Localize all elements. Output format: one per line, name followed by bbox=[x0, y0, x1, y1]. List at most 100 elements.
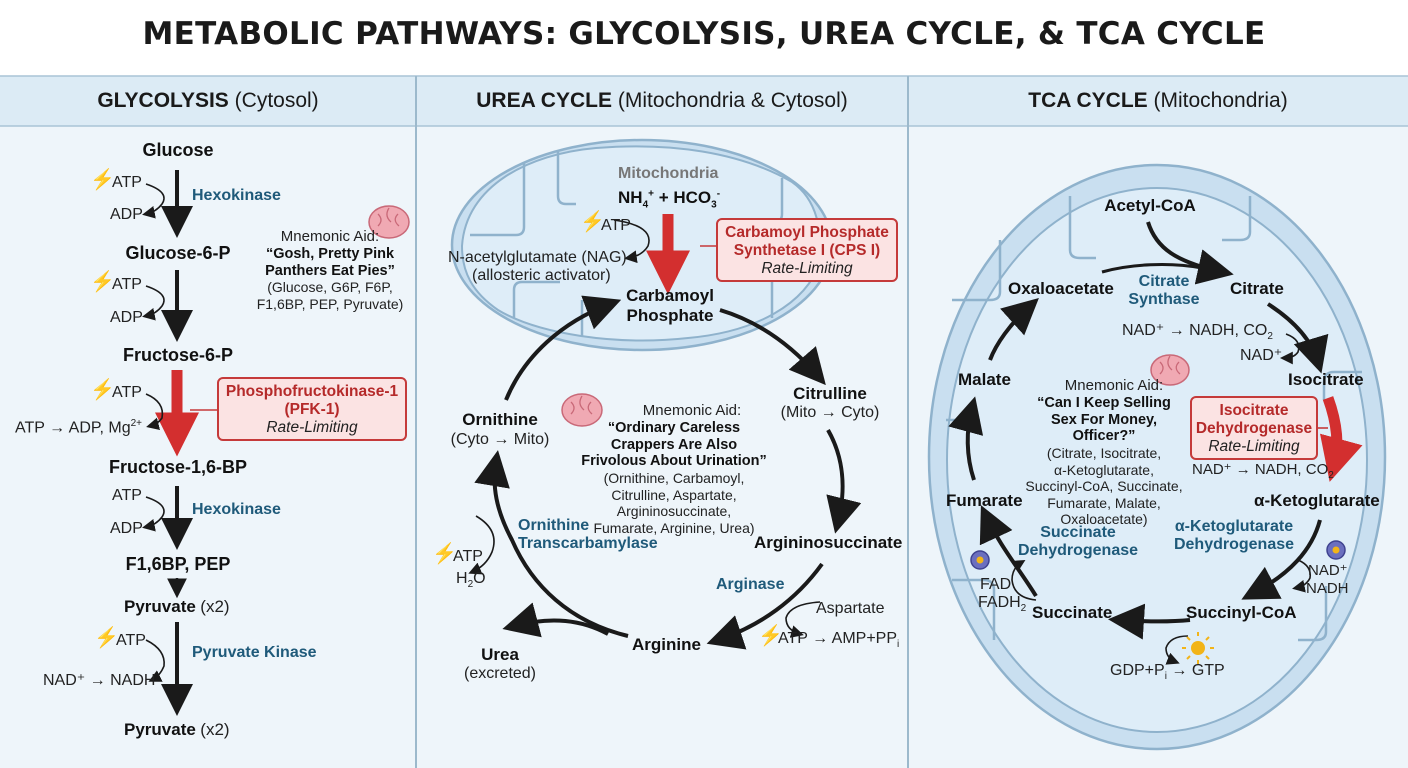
glycolysis-arrows bbox=[142, 170, 218, 716]
tca-header: TCA CYCLE (Mitochondria) bbox=[908, 78, 1408, 124]
h2o-subscript: 2 bbox=[467, 579, 474, 591]
mg-charge: 2+ bbox=[130, 418, 143, 429]
cofactor-fad: FAD bbox=[980, 576, 1012, 593]
cofactor-adp-1: ADP bbox=[110, 206, 143, 223]
enzyme-succinate-dehydrogenase: Succinate Dehydrogenase bbox=[1008, 524, 1148, 561]
metabolite-glucose: Glucose bbox=[142, 140, 214, 160]
cofactor-nad-plus-top: NAD⁺ bbox=[1240, 347, 1283, 364]
metabolite-acetyl-coa: Acetyl-CoA bbox=[1104, 196, 1196, 215]
cofactor-nad-nadh-co2-top: NAD⁺ → NADH, CO2 bbox=[1122, 322, 1273, 343]
urea-atp-top: ATP bbox=[601, 217, 631, 234]
bolt-icon: ⚡ bbox=[94, 627, 119, 649]
metabolite-fructose-6-p: Fructose-6-P bbox=[122, 345, 234, 365]
urea-substrates: NH4+ + HCO3- bbox=[618, 188, 720, 211]
metabolite-arginine: Arginine bbox=[632, 635, 701, 654]
akgdh-line1: α-Ketoglutarate bbox=[1174, 518, 1294, 535]
urea-arrows bbox=[468, 214, 862, 650]
glycolysis-heading: GLYCOLYSIS bbox=[97, 89, 229, 112]
mnemonic-expansion: Argininosuccinate, bbox=[616, 503, 732, 520]
glycolysis-header: GLYCOLYSIS (Cytosol) bbox=[0, 78, 416, 124]
sdh-line2: Dehydrogenase bbox=[1017, 542, 1139, 560]
brain-icon-glycolysis bbox=[368, 205, 410, 239]
brain-icon-tca bbox=[1150, 354, 1190, 386]
carbamoyl-line1: Carbamoyl bbox=[626, 286, 714, 305]
urea-header: UREA CYCLE (Mitochondria & Cytosol) bbox=[416, 78, 908, 124]
enzyme-ornithine-transcarbamylase: Ornithine Transcarbamylase bbox=[518, 517, 658, 554]
bolt-icon: ⚡ bbox=[90, 379, 115, 401]
cps1-name-line1: Carbamoyl Phosphate bbox=[725, 224, 889, 241]
co2-subscript: 2 bbox=[1267, 331, 1273, 343]
tca-heading: TCA CYCLE bbox=[1028, 89, 1148, 112]
bolt-icon: ⚡ bbox=[90, 271, 115, 293]
cofactor-gdp-gtp: GDP+Pi → GTP bbox=[1110, 662, 1225, 683]
mitochondrion-urea bbox=[450, 138, 834, 352]
citrulline-location: (Mito → Cyto) bbox=[780, 404, 880, 421]
metabolite-fumarate: Fumarate bbox=[946, 491, 1023, 510]
metabolite-ornithine: Ornithine bbox=[462, 410, 538, 429]
cofactor-adp-4: ADP bbox=[110, 520, 143, 537]
brain-icon-urea bbox=[561, 393, 603, 427]
mnemonic-expansion: (Citrate, Isocitrate, bbox=[1046, 445, 1162, 462]
fadh2-label: FADH bbox=[978, 594, 1021, 611]
enzyme-citrate-synthase: Citrate Synthase bbox=[1114, 273, 1214, 310]
co2-subscript: 2 bbox=[1328, 470, 1334, 481]
mnemonic-line: Panthers Eat Pies” bbox=[265, 262, 395, 279]
metabolite-oxaloacetate: Oxaloacetate bbox=[1008, 279, 1114, 298]
idh-rate-limiting-label: Rate-Limiting bbox=[1208, 438, 1300, 456]
h2o-o: O bbox=[473, 570, 486, 587]
electron-carrier-icon-right bbox=[1326, 540, 1346, 560]
tca-location: (Mitochondria) bbox=[1153, 89, 1288, 112]
mnemonic-line: Crappers Are Also bbox=[610, 436, 738, 453]
metabolite-isocitrate: Isocitrate bbox=[1288, 370, 1364, 389]
urea-cofactor-atp: ATP bbox=[453, 548, 483, 565]
cs-line2: Synthase bbox=[1128, 291, 1200, 309]
pyruvate-1-label: Pyruvate bbox=[124, 597, 196, 616]
mnemonic-expansion: Fumarate, Arginine, Urea) bbox=[593, 519, 755, 536]
nh4-subscript: 4 bbox=[642, 199, 649, 211]
metabolite-argininosuccinate: Argininosuccinate bbox=[754, 533, 903, 552]
cofactor-atp-2: ATP bbox=[112, 276, 142, 293]
pyruvate-1-count: (x2) bbox=[200, 597, 230, 616]
mnemonic-expansion: Succinyl-CoA, Succinate, bbox=[1025, 478, 1183, 495]
mnemonic-urea: Mnemonic Aid: “Ordinary Careless Crapper… bbox=[574, 402, 774, 536]
mnemonic-expansion: (Ornithine, Carbamoyl, bbox=[603, 470, 745, 487]
cofactor-nad-nadh: NAD⁺ → NADH bbox=[43, 672, 156, 689]
cs-line1: Citrate bbox=[1138, 273, 1190, 290]
metabolite-pyruvate-1: Pyruvate (x2) bbox=[124, 597, 230, 617]
bolt-icon: ⚡ bbox=[90, 169, 115, 191]
mnemonic-expansion: F1,6BP, PEP, Pyruvate) bbox=[256, 295, 404, 312]
idh-name-line2: Dehydrogenase bbox=[1195, 420, 1313, 438]
pi-subscript: i bbox=[1164, 671, 1167, 683]
mnemonic-heading: Mnemonic Aid: bbox=[280, 228, 380, 245]
bolt-icon: ⚡ bbox=[758, 625, 783, 647]
sdh-line1: Succinate bbox=[1040, 524, 1116, 541]
pfk1-rate-limiting-label: Rate-Limiting bbox=[266, 419, 358, 437]
rate-limiting-box-idh: Isocitrate Dehydrogenase Rate-Limiting bbox=[1190, 396, 1318, 460]
cofactor-nadh-right: NADH bbox=[1306, 580, 1349, 597]
mnemonic-glycolysis: Mnemonic Aid: “Gosh, Pretty Pink Panther… bbox=[250, 228, 410, 312]
otc-line2: Transcarbamylase bbox=[518, 535, 658, 553]
metabolite-succinyl-coa: Succinyl-CoA bbox=[1186, 603, 1297, 622]
mnemonic-expansion: Fumarate, Malate, bbox=[1047, 494, 1161, 511]
pyruvate-2-label: Pyruvate bbox=[124, 720, 196, 739]
glycolysis-location: (Cytosol) bbox=[234, 89, 319, 112]
ppi-subscript: i bbox=[897, 639, 900, 651]
hco3-label: + HCO bbox=[653, 188, 712, 207]
mnemonic-line: “Gosh, Pretty Pink bbox=[265, 245, 395, 262]
metabolite-alpha-ketoglutarate: α-Ketoglutarate bbox=[1254, 491, 1380, 510]
mnemonic-expansion: Oxaloacetate) bbox=[1060, 510, 1148, 527]
carbamoyl-line2: Phosphate bbox=[626, 305, 714, 325]
urea-note: (excreted) bbox=[463, 665, 537, 682]
pfk1-abbr: (PFK-1) bbox=[284, 401, 340, 419]
cofactor-atp-1: ATP bbox=[112, 174, 142, 191]
bolt-icon: ⚡ bbox=[580, 211, 605, 233]
mitochondria-label: Mitochondria bbox=[618, 165, 719, 182]
cofactor-nad-plus-right: NAD⁺ bbox=[1308, 562, 1348, 579]
rate-limiting-box-pfk1: Phosphofructokinase-1 (PFK-1) Rate-Limit… bbox=[217, 377, 407, 441]
enzyme-pyruvate-kinase: Pyruvate Kinase bbox=[192, 644, 317, 661]
mnemonic-expansion: (Glucose, G6P, F6P, bbox=[267, 279, 393, 296]
metabolite-pyruvate-2: Pyruvate (x2) bbox=[124, 720, 230, 740]
cofactor-atp-4: ATP bbox=[112, 487, 142, 504]
mnemonic-heading: Mnemonic Aid: bbox=[642, 402, 742, 419]
